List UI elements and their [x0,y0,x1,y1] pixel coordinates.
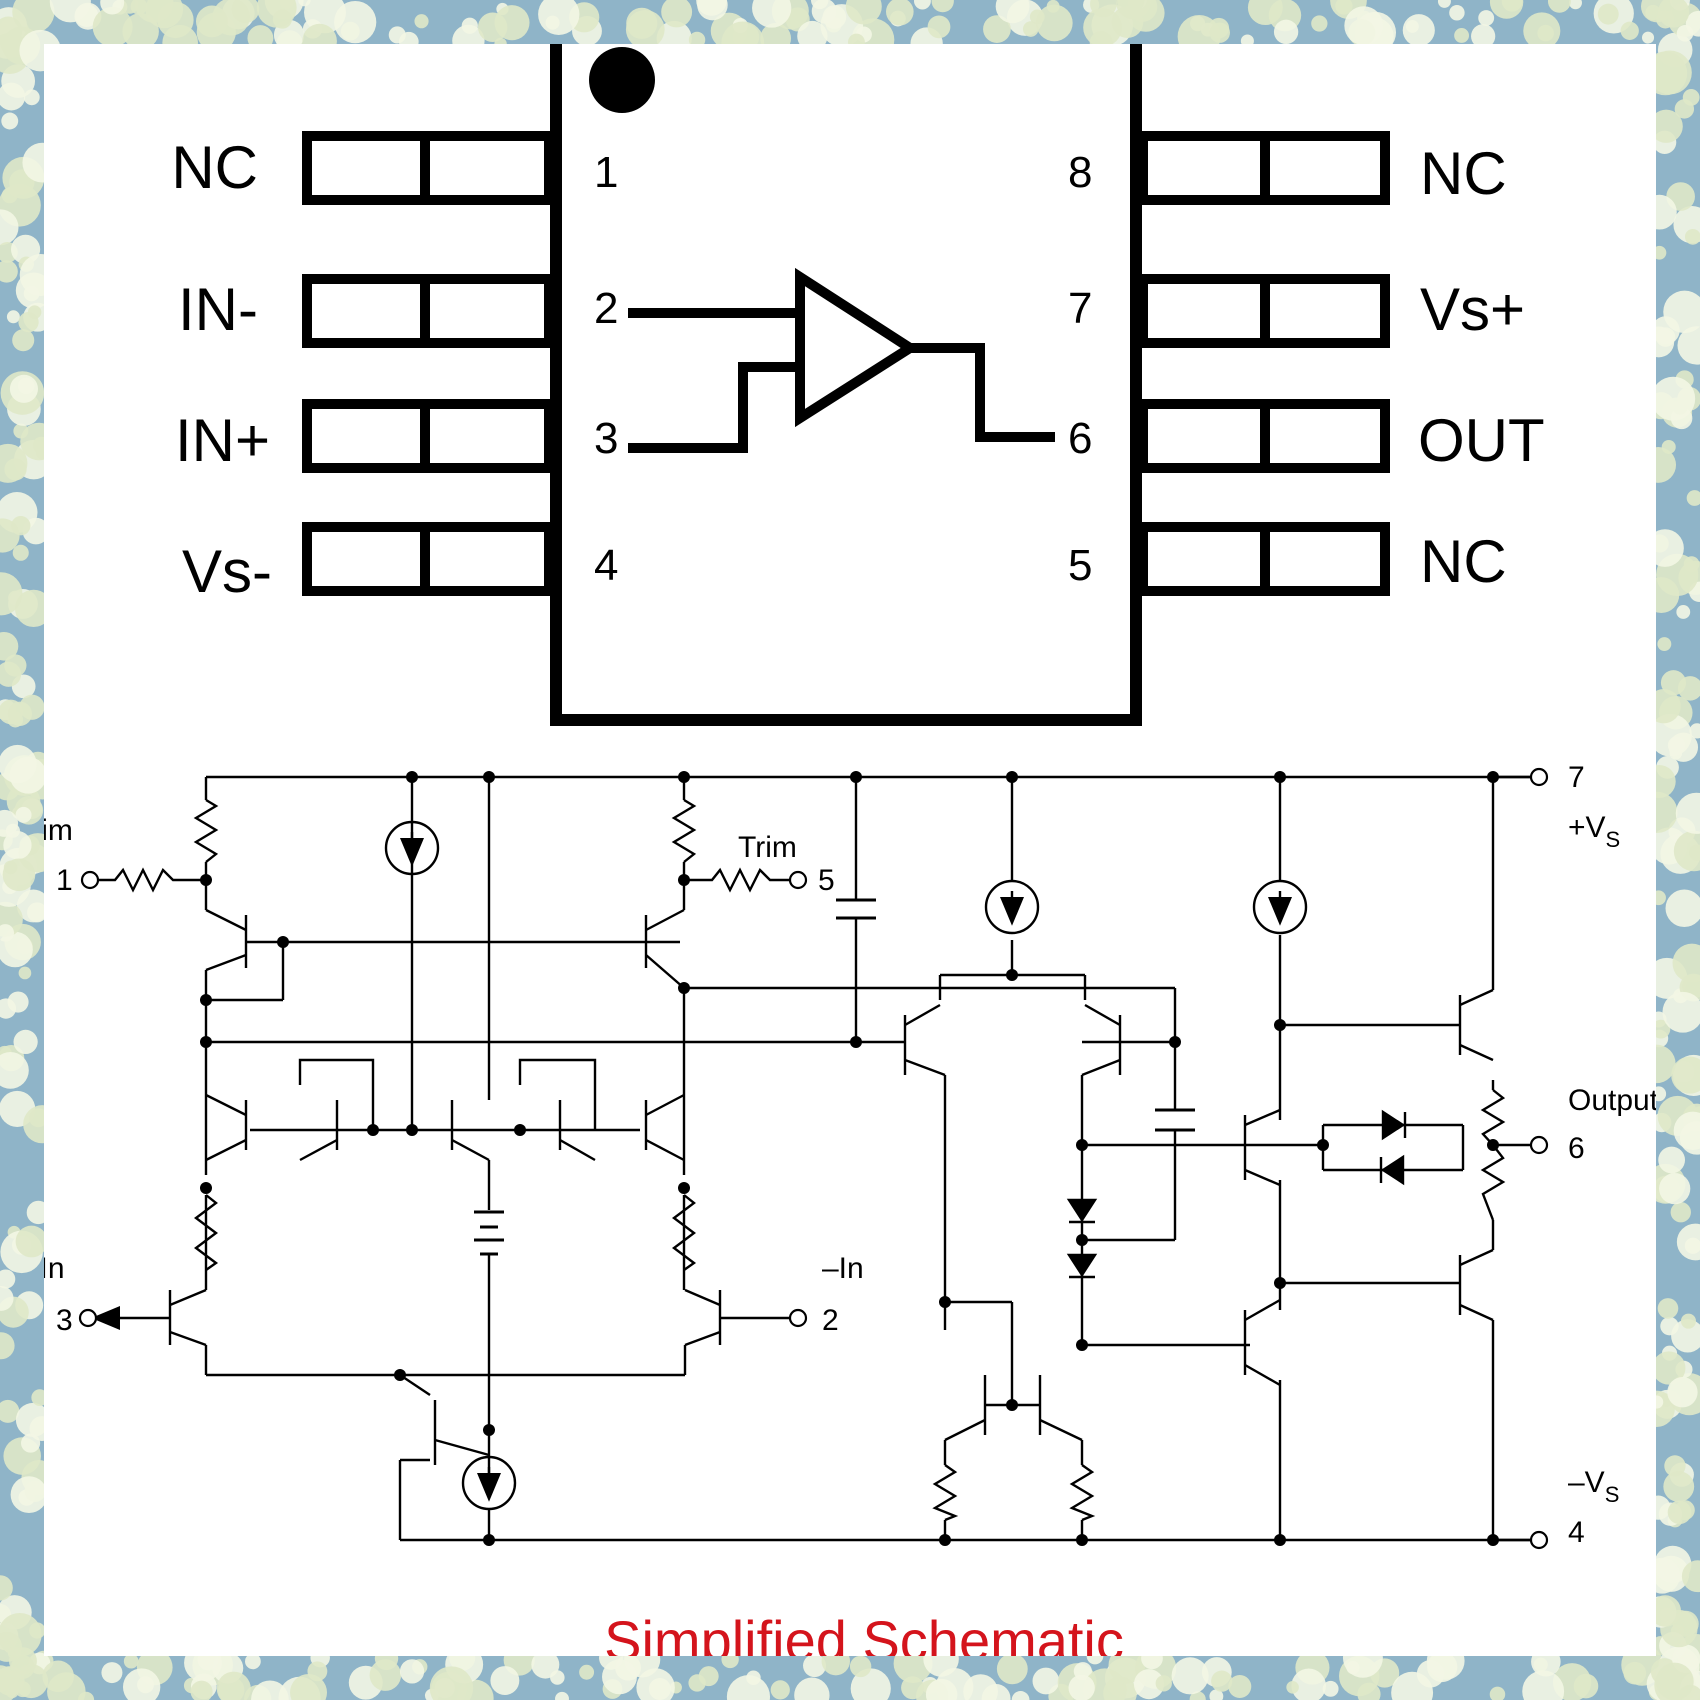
junction-dot [1006,771,1018,783]
pin-8-label: NC [1420,140,1507,207]
terminal-7-number: 7 [1568,761,1585,794]
pin-5-number: 5 [1068,541,1092,590]
pin-6-number: 6 [1068,414,1092,463]
junction-dot [514,1124,526,1136]
junction-dot [1487,1139,1499,1151]
junction-dot [1076,1534,1088,1546]
pin-pad-8 [1138,131,1390,205]
opamp-triangle-symbol [628,267,1055,453]
pin-2-label: IN- [178,276,258,343]
junction-dot [200,874,212,886]
junction-dot [277,936,289,948]
pin-pad-2 [302,274,554,348]
junction-dot [483,1424,495,1436]
pin-7-number: 7 [1068,284,1092,333]
pin-pad-7 [1138,274,1390,348]
output-label: Output [1568,1084,1656,1117]
pin-pad-3 [302,399,554,473]
capacitors [836,898,1195,1132]
battery-symbol [474,1210,504,1256]
junction-dot [394,1369,406,1381]
pin-pad-6 [1138,399,1390,473]
junction-dot [1076,1339,1088,1351]
terminal-4-number: 4 [1568,1516,1585,1549]
pin-3-number: 3 [594,414,618,463]
schematic-title: Simplified Schematic [604,1609,1124,1656]
junction-dot [850,771,862,783]
trim-right-label: Trim [738,831,797,864]
junction-dot [406,771,418,783]
diagram-panel: NC IN- IN+ Vs- NC Vs+ OUT NC 1 2 3 4 8 7… [44,44,1656,1656]
junction-dot [1317,1139,1329,1151]
diodes [1066,1109,1407,1279]
terminal-circles [78,767,1549,1550]
resistors [98,798,1506,1522]
pin-8-number: 8 [1068,148,1092,197]
junction-dot [1076,1139,1088,1151]
vplus-label: +VS [1568,811,1620,852]
junction-dot [367,1124,379,1136]
junction-dot [1274,771,1286,783]
junction-dot [1274,1019,1286,1031]
junction-dot [939,1534,951,1546]
plus-in-label: +In [44,1252,65,1285]
junction-dot [1487,1534,1499,1546]
pin1-orientation-dot [589,47,655,113]
junction-dot [1169,1036,1181,1048]
junction-dot [483,1534,495,1546]
pin-5-label: NC [1420,528,1507,595]
transistors [168,908,1494,1465]
junction-dot [1006,1399,1018,1411]
junction-dot [200,994,212,1006]
simplified-schematic: 7 +VS Output 6 –VS 4 Trim 1 Trim 5 +In 3… [44,761,1656,1656]
pin-pad-4 [302,522,554,596]
pin-7-label: Vs+ [1420,276,1525,343]
junction-dot [1274,1534,1286,1546]
minus-in-label: –In [822,1252,864,1285]
pin-4-number: 4 [594,541,618,590]
junction-dot [406,1124,418,1136]
junction-dot [939,1296,951,1308]
pin-6-label: OUT [1418,407,1545,474]
pin-1-label: NC [171,134,258,201]
pin-4-label: Vs- [182,538,272,605]
opamp-diagram: NC IN- IN+ Vs- NC Vs+ OUT NC 1 2 3 4 8 7… [44,44,1656,1656]
schematic-wiring [91,775,1540,1542]
junction-dot [1006,969,1018,981]
pin-1-number: 1 [594,148,618,197]
terminal-3-number: 3 [56,1304,73,1337]
junction-dot [200,1182,212,1194]
trim-left-label: Trim [44,814,73,847]
terminal-2-number: 2 [822,1304,839,1337]
junction-dot [483,771,495,783]
junction-dot [1274,1277,1286,1289]
package-body [550,44,1142,726]
pin-2-number: 2 [594,284,618,333]
pin-pad-5 [1138,522,1390,596]
junction-dot [1076,1234,1088,1246]
terminal-6-number: 6 [1568,1132,1585,1165]
junction-dot [1487,771,1499,783]
current-sources [384,820,1308,1511]
trim-left-number: 1 [56,864,73,897]
junction-dot [678,874,690,886]
trim-right-number: 5 [818,864,835,897]
package-pinout: NC IN- IN+ Vs- NC Vs+ OUT NC 1 2 3 4 8 7… [171,44,1545,726]
vminus-label: –VS [1568,1466,1619,1507]
pin-pad-1 [302,131,554,205]
junction-dot [678,982,690,994]
junction-dots [200,771,1499,1546]
junction-dot [850,1036,862,1048]
junction-dot [200,1036,212,1048]
junction-dot [678,771,690,783]
junction-dot [678,1182,690,1194]
pin-3-label: IN+ [175,407,270,474]
